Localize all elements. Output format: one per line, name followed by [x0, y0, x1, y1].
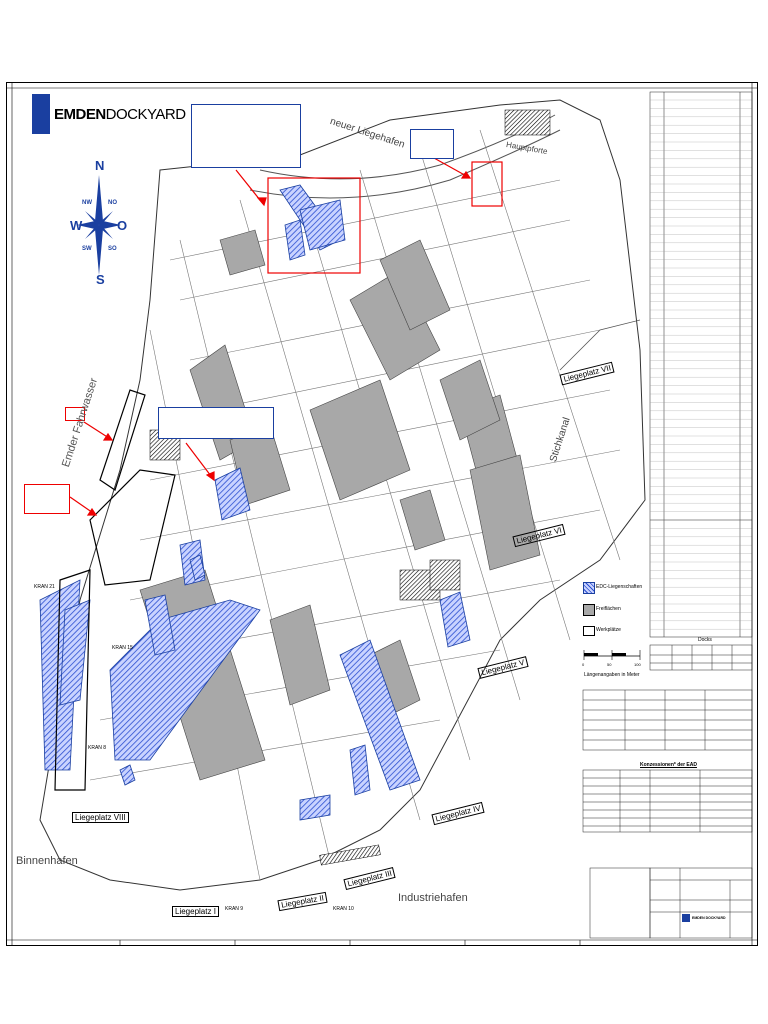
compass-west: W	[70, 218, 83, 233]
compass-so: SO	[108, 246, 117, 252]
label-industriehafen: Industriehafen	[398, 892, 468, 904]
label-kran-15: KRAN 15	[112, 645, 133, 651]
label-liegeplatz-viii: Liegeplatz VIII	[72, 812, 129, 823]
callout-box-red-left	[24, 484, 70, 514]
callout-box-red-small	[65, 407, 85, 421]
logo-mark-icon	[32, 94, 50, 134]
footer-logo-mark	[682, 914, 690, 922]
callout-box-top	[191, 104, 301, 168]
building-index-table	[649, 91, 753, 638]
callout-box-hauptpforte	[410, 129, 454, 159]
compass-rose	[77, 175, 121, 275]
scale-tick-0: 0	[582, 662, 585, 667]
capacity-table	[582, 689, 753, 751]
legend-label-edc: EDC-Liegenschaften	[596, 584, 643, 590]
edc-areas	[39, 184, 471, 821]
emden-dockyard-logo: EMDENDOCKYARD	[32, 94, 186, 134]
compass-south: S	[96, 272, 105, 287]
frame-bottom-ticks	[6, 82, 758, 946]
highlight-box-hauptpforte	[471, 161, 503, 207]
scale-bar	[583, 650, 641, 660]
label-liegeplatz-i: Liegeplatz I	[172, 906, 219, 917]
docks-table	[649, 644, 753, 671]
legend-swatch-frei	[583, 604, 595, 616]
callout-box-middle	[158, 407, 274, 439]
compass-no: NO	[108, 200, 117, 206]
concession-title: Konzessionen* der EAD	[640, 762, 697, 768]
legend-swatch-edc	[583, 582, 595, 594]
title-block	[589, 867, 753, 939]
concession-table	[582, 769, 753, 833]
compass-nw: NW	[82, 200, 92, 206]
docks-table-title: Docks	[698, 637, 712, 643]
callout-arrows	[69, 157, 472, 516]
docks	[54, 389, 176, 791]
compass-sw: SW	[82, 246, 92, 252]
scale-label: Längenangaben in Meter	[584, 672, 640, 678]
scale-tick-100: 100	[634, 662, 641, 667]
legend-swatch-werk	[583, 626, 595, 636]
compass-east: O	[117, 218, 128, 233]
legend-label-werk: Werkplätze	[596, 627, 621, 633]
drawing-frame	[6, 82, 758, 946]
black-hatched-areas	[149, 109, 551, 866]
logo-text: EMDENDOCKYARD	[54, 105, 186, 123]
label-kran-8: KRAN 8	[88, 745, 107, 751]
highlight-box-liegehafen	[267, 177, 361, 274]
scale-tick-50: 50	[607, 662, 612, 667]
label-binnenhafen: Binnenhafen	[16, 855, 78, 867]
label-kran-10: KRAN 10	[333, 906, 354, 912]
compass-north: N	[95, 158, 105, 173]
legend-label-frei: Freiflächen	[596, 606, 621, 612]
label-kran-9: KRAN 9	[225, 906, 244, 912]
footer-title: EMDEN DOCKYARD	[692, 916, 726, 920]
label-kran-21: KRAN 21	[34, 584, 55, 590]
table-rows	[650, 99, 752, 630]
